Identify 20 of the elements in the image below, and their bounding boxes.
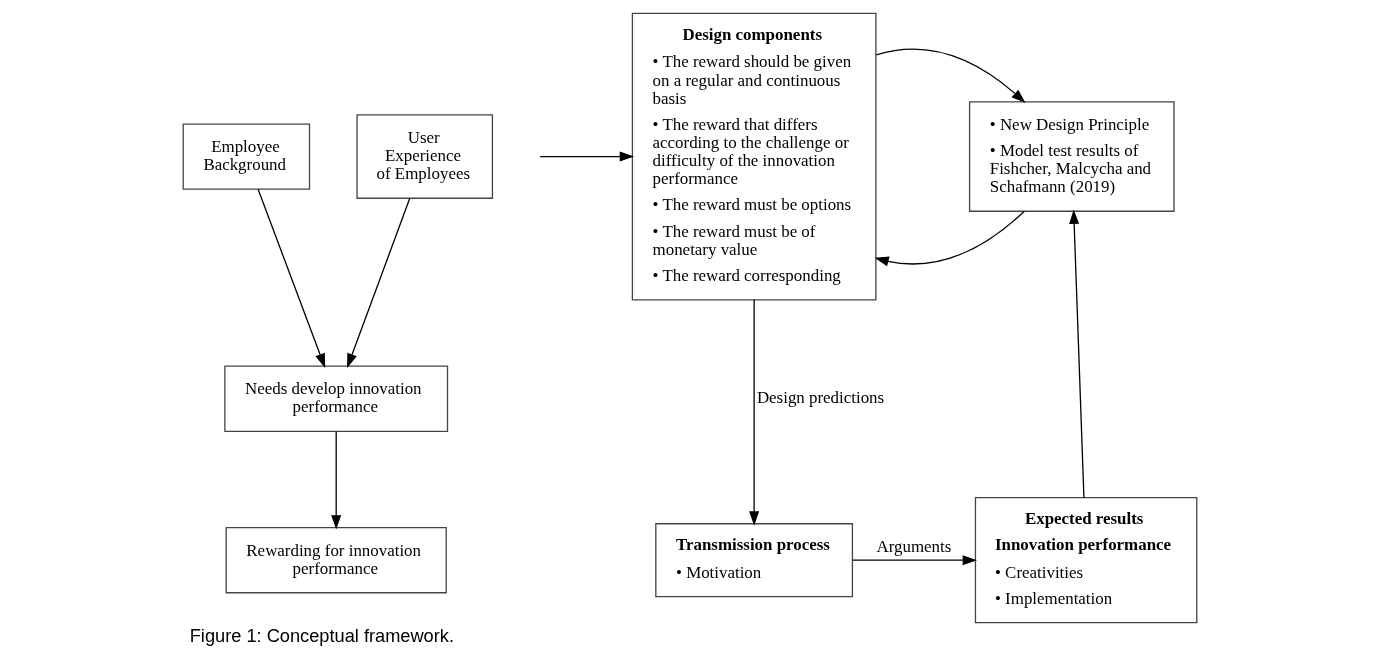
caption: Figure 1: Conceptual framework. [189, 626, 455, 647]
node-box: Expected results Innovation performance • Creativities • Implementation [974, 497, 1198, 624]
arrow [1069, 209, 1085, 499]
edge-label: Arguments [876, 536, 952, 556]
node-box: Rewarding for innovation performance [225, 527, 447, 594]
edge-label: Design predictions [756, 388, 885, 408]
node-box: • New Design Principle • Model test results of Fishcher, Malcycha and Schafmann (2019) [968, 101, 1175, 212]
arrow [539, 151, 635, 162]
node-box: Needs develop innovation performance [224, 365, 449, 432]
arrow [875, 48, 1026, 104]
arrow [347, 197, 411, 368]
node-box: User Experience of Employees [356, 114, 494, 199]
arrow [331, 430, 342, 530]
node-box: Transmission process • Motivation [655, 523, 854, 598]
node-box: Employee Background [182, 123, 311, 190]
arrow [257, 188, 326, 368]
arrow [749, 299, 760, 526]
arrow [874, 210, 1025, 267]
node-box: Design components • The reward should be given on a regular and continuous basis • The reward that differs according to the challenge or difficulty of the innovation performance • The reward must be options • The reward must be of monetary value • The reward corresponding [631, 12, 877, 301]
arrow [852, 555, 977, 566]
